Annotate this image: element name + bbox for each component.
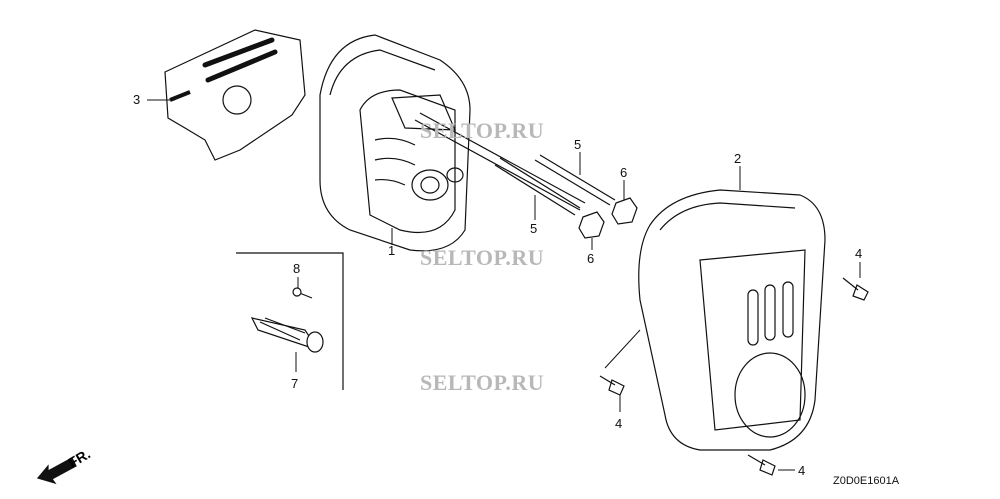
muffler-cover-part (638, 189, 826, 451)
front-arrow-icon (36, 457, 77, 485)
watermark: SELTOP.RU (420, 370, 545, 395)
drawing-code: Z0D0E1601A (833, 475, 900, 487)
callout-5: 5 (530, 221, 538, 236)
watermark: SELTOP.RU (420, 245, 545, 270)
callout-6: 6 (587, 251, 595, 266)
callout-2: 2 (734, 151, 742, 166)
callout-3: 3 (133, 92, 141, 107)
spark-arrester-part (250, 317, 324, 353)
inset-frame (236, 252, 344, 390)
callout-4: 4 (855, 246, 863, 261)
leader-lines (147, 99, 861, 471)
callout-1: 1 (388, 243, 396, 258)
nuts (578, 197, 638, 239)
callout-8: 8 (293, 261, 301, 276)
callout-5: 5 (574, 137, 582, 152)
watermark: SELTOP.RU (420, 118, 545, 143)
callout-4: 4 (798, 463, 806, 478)
callout-6: 6 (620, 165, 628, 180)
muffler-part (319, 34, 471, 252)
stud-bolts (414, 112, 616, 216)
callout-7: 7 (291, 376, 299, 391)
callout-4: 4 (615, 416, 623, 431)
heat-shield-part (164, 29, 306, 161)
